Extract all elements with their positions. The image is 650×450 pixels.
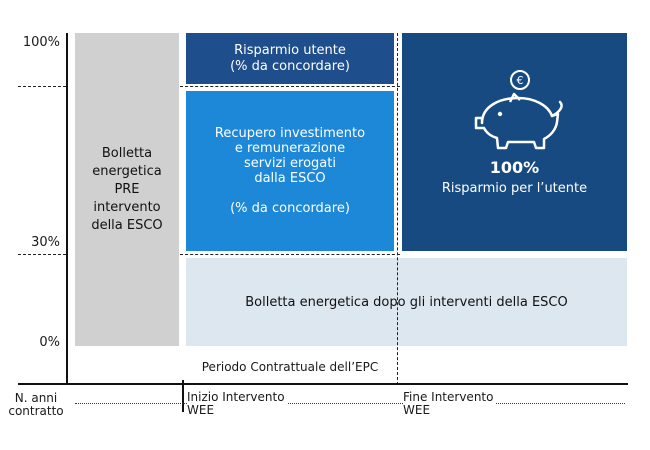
full-savings-percent: 100% [489,158,540,177]
dashed-line-left-top [18,86,66,87]
y-label-0: 0% [39,335,60,350]
post-intervention-bill-block: Bolletta energetica dopo gli interventi … [186,258,627,346]
dashed-line-mid-30 [180,254,400,255]
user-savings-small-block: Risparmio utente (% da concordare) [186,33,394,84]
end-intervention-label: Fine Intervento WEE [403,391,497,417]
contract-years-dotted-line [75,403,625,404]
x-axis-line [18,383,628,385]
contract-period-label: Periodo Contrattuale dell’EPC [201,360,379,374]
start-intervention-label: Inizio Intervento WEE [187,391,288,417]
piggy-bank-icon: € [474,70,563,150]
dashed-line-left-30 [18,254,66,255]
coin-euro-symbol: € [516,74,523,87]
full-savings-label: Risparmio per l’utente [441,181,588,196]
dashed-line-mid-top [180,86,400,87]
y-axis-line [66,33,68,385]
y-label-30: 30% [31,235,60,250]
full-savings-block: € 100% Risparmio per l’utente [402,33,627,251]
investment-recovery-block: Recupero investimento e remunerazione se… [186,91,394,251]
y-label-100: 100% [22,35,60,50]
start-intervention-marker [182,380,184,412]
pre-intervention-bill-block: Bolletta energetica PRE intervento della… [75,33,179,346]
end-intervention-dashed-line [397,33,398,385]
contract-years-label: N. anni contratto [0,392,72,418]
